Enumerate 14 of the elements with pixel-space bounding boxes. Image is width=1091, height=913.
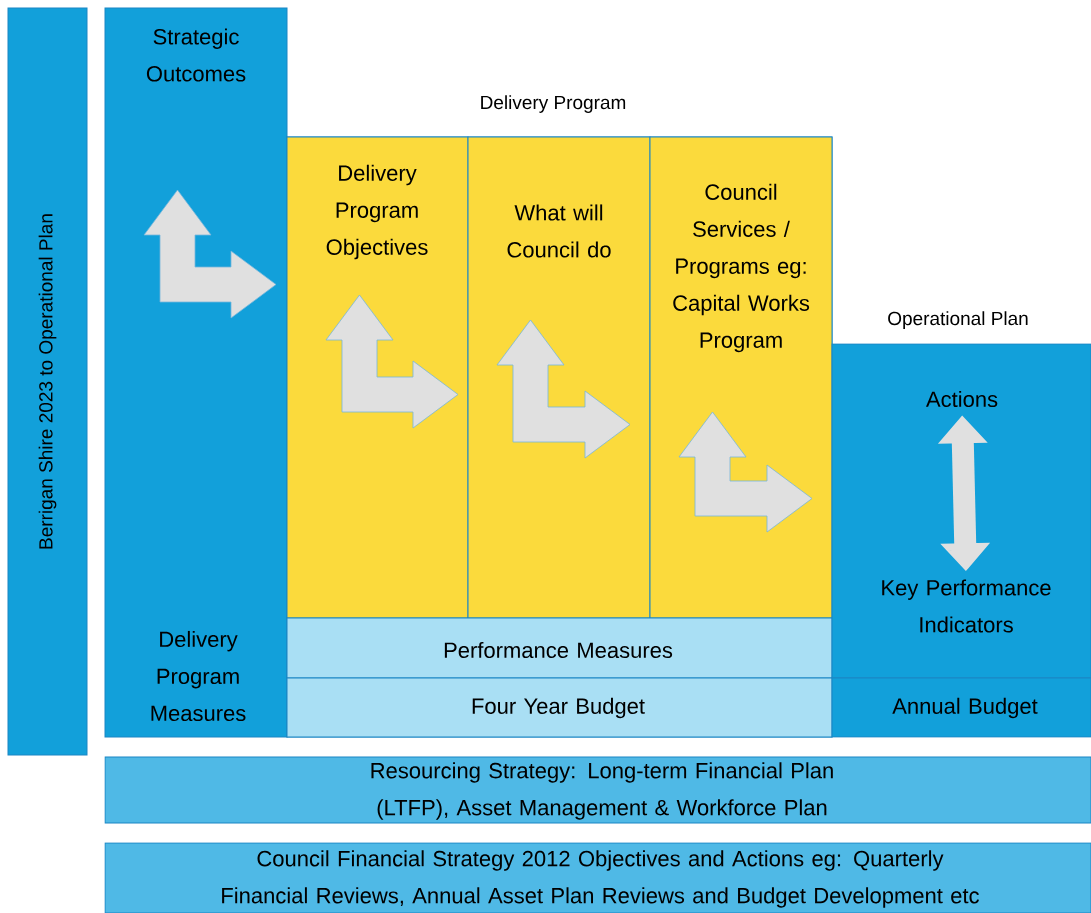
column-box: What will Council do xyxy=(467,136,651,619)
title-bar: Berrigan Shire 2023 to Operational Plan xyxy=(7,7,88,756)
column-box: Strategic Outcomes Delivery Program Measures xyxy=(104,7,288,738)
strategy-bar: Council Financial Strategy 2012 Objectives and Actions eg: Quarterly Financial Reviews, Annual Asset Plan Reviews and Budget Development etc xyxy=(104,842,1091,913)
band: Performance Measures xyxy=(286,617,833,679)
column-box: Delivery Program Objectives xyxy=(286,136,469,619)
band: Annual Budget xyxy=(831,677,1091,738)
label-text: Actions xyxy=(926,390,998,408)
label-text: Key Performance Indicators xyxy=(882,579,1051,633)
column-box: Council Services / Programs eg: Capital Works Program xyxy=(649,136,833,619)
node-label: Delivery Program xyxy=(481,95,626,113)
band: Four Year Budget xyxy=(286,677,833,738)
node-label: Operational Plan xyxy=(888,311,1028,329)
strategy-bar: Resourcing Strategy: Long-term Financial Plan (LTFP), Asset Management & Workforce Plan xyxy=(104,756,1091,824)
